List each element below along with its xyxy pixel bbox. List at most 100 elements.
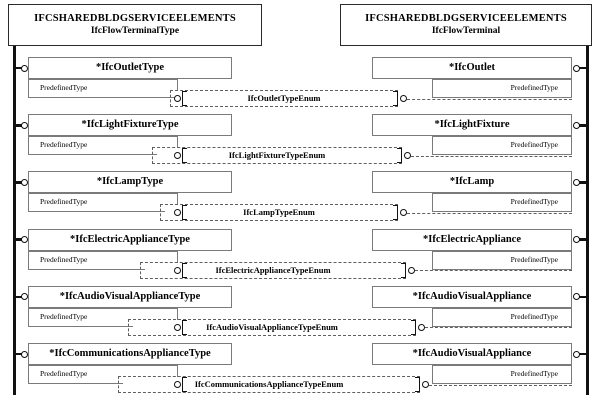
enumeration-label: IfcLampTypeEnum: [165, 205, 393, 221]
entity-box-left[interactable]: *IfcLightFixtureType: [28, 114, 232, 137]
enumeration-box[interactable]: IfcLightFixtureTypeEnum: [152, 147, 402, 165]
optional-bracket-left: [182, 377, 187, 392]
schema-header-left-schema: IFCSHAREDBLDGSERVICEELEMENTS: [34, 13, 236, 24]
enumeration-box[interactable]: IfcOutletTypeEnum: [170, 90, 398, 107]
attribute-row-left: PredefinedType: [28, 79, 178, 98]
entity-name-left: *IfcElectricApplianceType: [70, 233, 190, 245]
optional-connector-right: [400, 209, 407, 217]
enumeration-box[interactable]: IfcLampTypeEnum: [160, 204, 398, 222]
schema-header-left: IFCSHAREDBLDGSERVICEELEMENTS IfcFlowTerm…: [8, 4, 262, 46]
supertype-connector-left: [21, 121, 28, 129]
attribute-label-right: PredefinedType: [510, 311, 558, 321]
enumeration-label: IfcCommunicationsApplianceTypeEnum: [123, 377, 415, 392]
optional-bracket-right: [401, 262, 406, 278]
entity-box-right[interactable]: *IfcLamp: [372, 171, 572, 194]
supertype-stub-right: [577, 66, 587, 70]
entity-box-right[interactable]: *IfcLightFixture: [372, 114, 572, 137]
enumeration-box[interactable]: IfcElectricApplianceTypeEnum: [140, 261, 406, 279]
supertype-connector-left: [21, 293, 28, 301]
optional-connector-right: [418, 323, 425, 331]
attribute-label-left: PredefinedType: [40, 254, 88, 264]
entity-box-left[interactable]: *IfcCommunicationsApplianceType: [28, 343, 232, 365]
optional-bracket-left: [182, 148, 187, 164]
supertype-connector-left: [21, 64, 28, 72]
attribute-label-right: PredefinedType: [510, 254, 558, 264]
supertype-stub-left: [13, 238, 23, 241]
supertype-connector-right: [573, 121, 580, 129]
optional-connector-left: [174, 323, 181, 331]
optional-bracket-left: [182, 91, 187, 106]
supertype-stub-right: [577, 295, 587, 299]
enum-link-right: [429, 384, 572, 386]
attribute-label-left: PredefinedType: [40, 140, 88, 150]
enum-link-right: [411, 155, 572, 157]
supertype-stub-right: [577, 352, 587, 356]
supertype-trunk-left: [13, 46, 16, 395]
enumeration-box[interactable]: IfcCommunicationsApplianceTypeEnum: [118, 376, 420, 393]
optional-bracket-left: [182, 262, 187, 278]
attribute-row-right: PredefinedType: [432, 193, 572, 213]
optional-connector-right: [404, 152, 411, 160]
entity-box-right[interactable]: *IfcElectricAppliance: [372, 228, 572, 251]
attribute-label-right: PredefinedType: [510, 197, 558, 207]
supertype-connector-right: [573, 293, 580, 301]
entity-box-right[interactable]: *IfcAudioVisualAppliance: [372, 285, 572, 308]
supertype-stub-right: [577, 238, 587, 241]
attribute-label-left: PredefinedType: [40, 83, 88, 92]
entity-box-right[interactable]: *IfcOutlet: [372, 57, 572, 79]
enum-link-right: [407, 212, 572, 214]
entity-name-right: *IfcLamp: [449, 176, 495, 188]
optional-bracket-left: [182, 319, 187, 335]
enumeration-box[interactable]: IfcAudioVisualApplianceTypeEnum: [128, 318, 416, 336]
supertype-stub-left: [13, 124, 23, 127]
attribute-row-right: PredefinedType: [432, 79, 572, 98]
attribute-label-left: PredefinedType: [40, 197, 88, 207]
optional-connector-left: [174, 381, 181, 388]
entity-box-left[interactable]: *IfcElectricApplianceType: [28, 228, 232, 251]
supertype-connector-right: [573, 64, 580, 72]
enumeration-label: IfcElectricApplianceTypeEnum: [145, 262, 401, 278]
optional-connector-left: [174, 209, 181, 217]
attribute-label-right: PredefinedType: [510, 369, 558, 378]
supertype-stub-right: [577, 124, 587, 127]
schema-header-right-schema: IFCSHAREDBLDGSERVICEELEMENTS: [365, 13, 567, 24]
supertype-connector-right: [573, 178, 580, 186]
optional-connector-right: [408, 266, 415, 274]
enumeration-label: IfcOutletTypeEnum: [175, 91, 393, 106]
enum-link-right: [407, 98, 572, 100]
entity-name-right: *IfcAudioVisualAppliance: [412, 290, 532, 302]
optional-connector-left: [174, 152, 181, 160]
attribute-label-right: PredefinedType: [510, 140, 558, 150]
attribute-label-right: PredefinedType: [510, 83, 558, 92]
entity-box-left[interactable]: *IfcOutletType: [28, 57, 232, 79]
optional-connector-left: [174, 95, 181, 102]
optional-bracket-right: [397, 148, 402, 164]
supertype-stub-left: [13, 295, 23, 299]
supertype-connector-left: [21, 236, 28, 244]
enumeration-label: IfcAudioVisualApplianceTypeEnum: [133, 319, 411, 335]
entity-name-left: *IfcOutletType: [95, 62, 165, 73]
optional-connector-right: [400, 95, 407, 102]
entity-name-right: *IfcLightFixture: [434, 119, 510, 131]
entity-name-right: *IfcAudioVisualAppliance: [412, 348, 532, 359]
supertype-connector-right: [573, 236, 580, 244]
entity-box-left[interactable]: *IfcAudioVisualApplianceType: [28, 285, 232, 308]
optional-bracket-left: [182, 205, 187, 221]
optional-bracket-right: [415, 377, 420, 392]
attribute-row-left: PredefinedType: [28, 136, 178, 156]
supertype-connector-left: [21, 178, 28, 186]
entity-name-left: *IfcAudioVisualApplianceType: [59, 290, 201, 302]
enum-link-right: [415, 270, 572, 272]
attribute-row-right: PredefinedType: [432, 365, 572, 384]
supertype-stub-left: [13, 66, 23, 70]
optional-bracket-right: [393, 91, 398, 106]
attribute-row-right: PredefinedType: [432, 250, 572, 270]
schema-header-left-entity: IfcFlowTerminalType: [90, 26, 180, 36]
entity-box-left[interactable]: *IfcLampType: [28, 171, 232, 194]
supertype-stub-right: [577, 181, 587, 184]
attribute-label-left: PredefinedType: [40, 369, 88, 378]
attribute-row-left: PredefinedType: [28, 193, 178, 213]
enumeration-label: IfcLightFixtureTypeEnum: [157, 148, 397, 164]
entity-box-right[interactable]: *IfcAudioVisualAppliance: [372, 343, 572, 365]
